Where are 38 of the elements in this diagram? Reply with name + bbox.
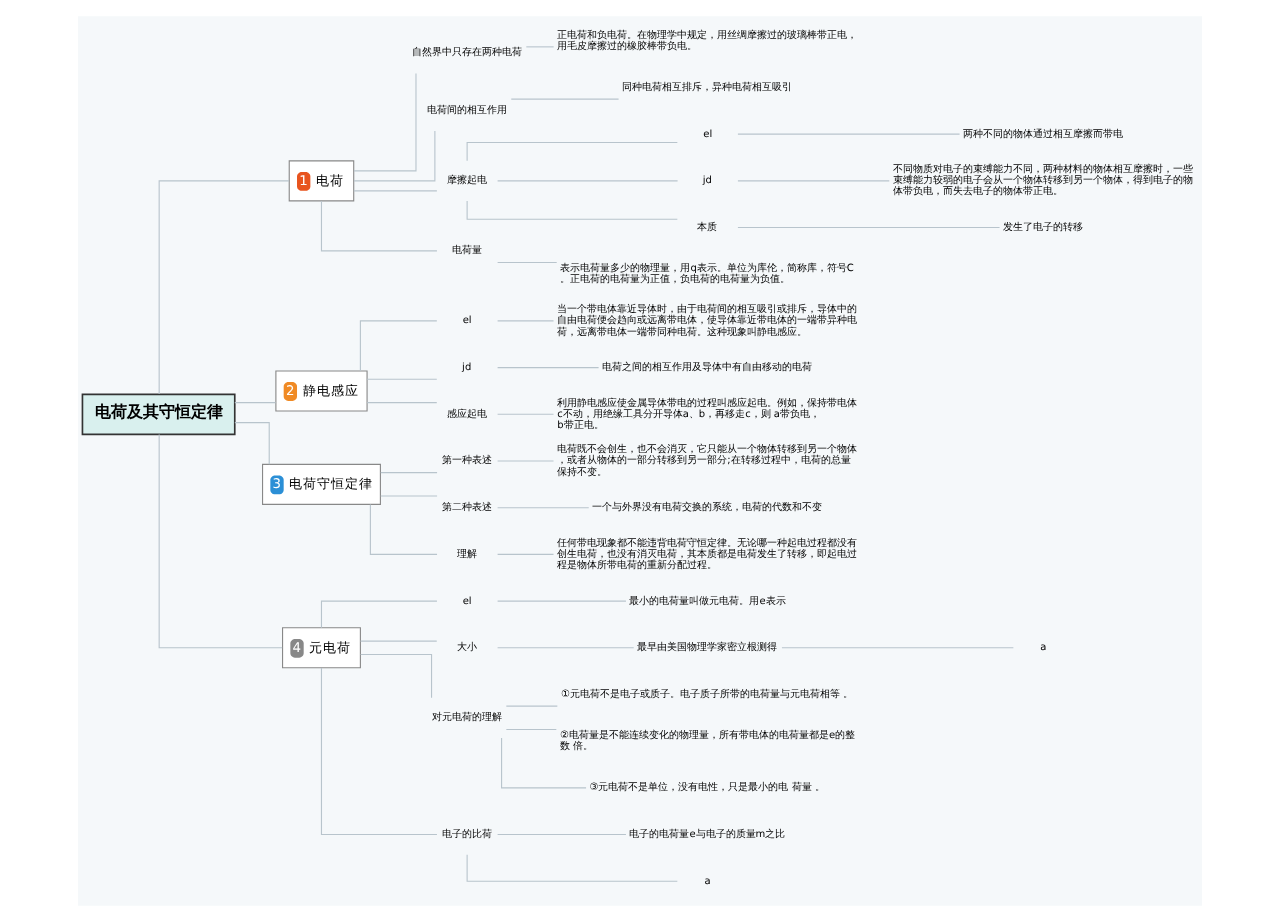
connector bbox=[497, 180, 679, 182]
connector bbox=[501, 737, 587, 789]
connector bbox=[320, 667, 438, 836]
connector bbox=[158, 180, 290, 395]
connector bbox=[497, 413, 555, 415]
connector bbox=[366, 402, 438, 404]
connector bbox=[497, 367, 600, 369]
connector bbox=[505, 728, 557, 731]
connector bbox=[510, 98, 620, 100]
connector bbox=[353, 130, 436, 182]
connector bbox=[353, 72, 417, 172]
connector bbox=[497, 262, 558, 264]
connector bbox=[234, 402, 277, 404]
connector bbox=[359, 320, 438, 372]
connector bbox=[466, 854, 678, 882]
connector bbox=[466, 200, 678, 220]
connector bbox=[505, 705, 558, 707]
connector bbox=[737, 226, 1001, 229]
connector bbox=[497, 553, 555, 555]
connector bbox=[320, 600, 438, 629]
connector bbox=[497, 647, 635, 649]
connector bbox=[737, 180, 890, 182]
connector bbox=[497, 600, 627, 602]
connector bbox=[380, 472, 438, 474]
connector bbox=[781, 647, 1014, 649]
connector bbox=[369, 504, 438, 555]
connector bbox=[525, 46, 555, 48]
connector bbox=[737, 133, 961, 135]
connector bbox=[353, 190, 438, 192]
connector bbox=[497, 834, 627, 836]
connector bbox=[366, 378, 438, 380]
connector bbox=[466, 141, 678, 162]
connector bbox=[320, 200, 438, 252]
connector bbox=[497, 507, 590, 509]
connector bbox=[359, 640, 438, 642]
connector bbox=[360, 653, 433, 699]
connector bbox=[234, 422, 270, 465]
connector bbox=[497, 320, 555, 322]
